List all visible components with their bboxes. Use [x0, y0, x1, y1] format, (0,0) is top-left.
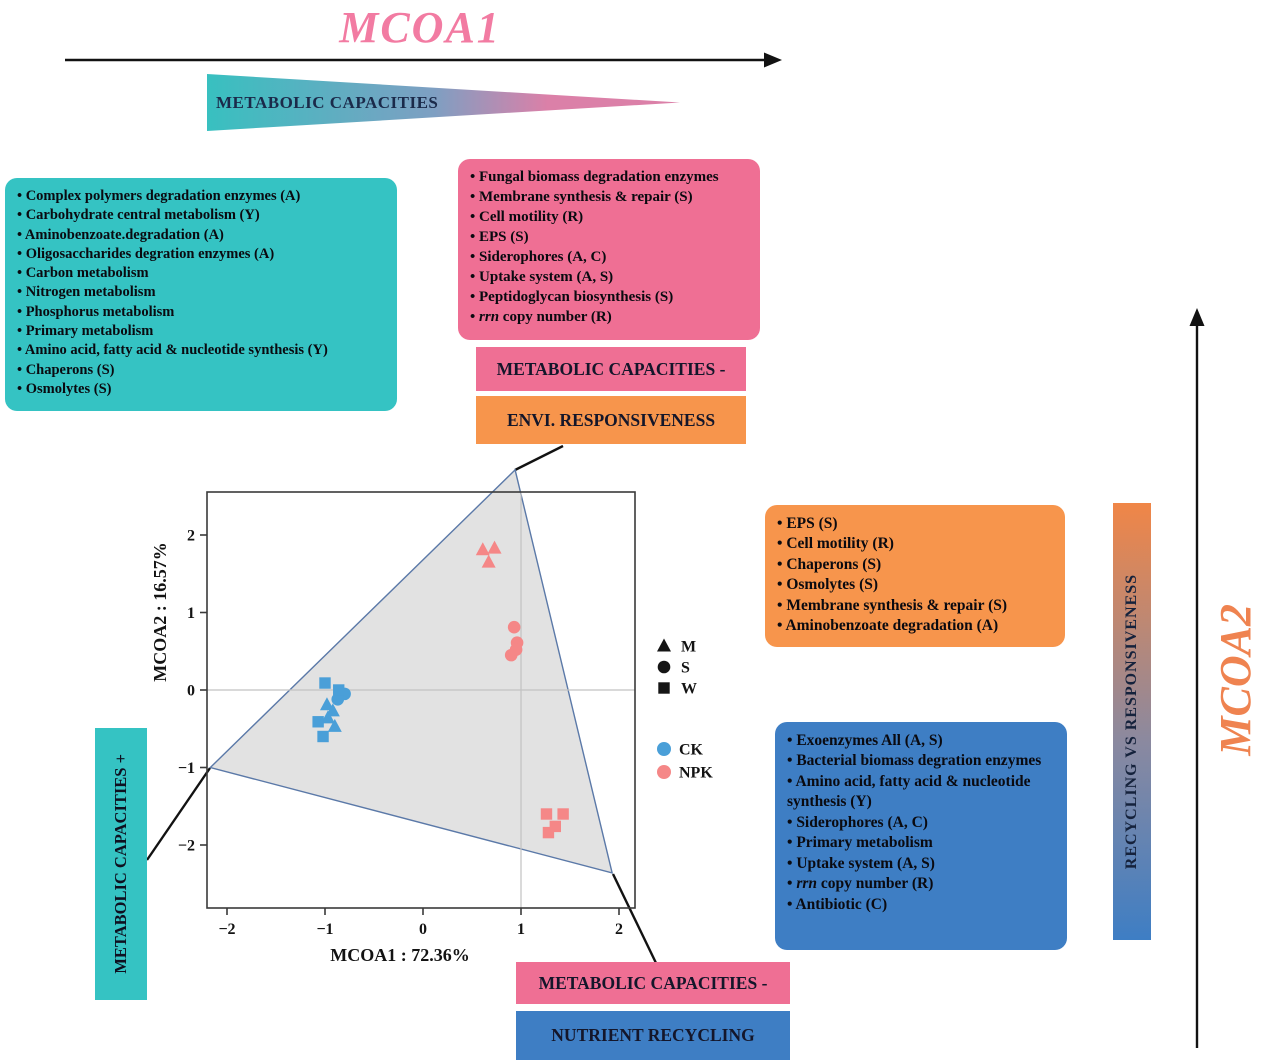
y-tick-label: −2: [178, 838, 195, 855]
y-tick-label: 0: [187, 683, 195, 700]
legend-group-label: NPK: [679, 765, 713, 782]
list-item: • Chaperons (S): [777, 555, 882, 573]
connector-line-left-vertex: [146, 767, 211, 861]
label-metabolic-capacities-minus-bottom: METABOLIC CAPACITIES -: [516, 962, 790, 1004]
label-envi-responsiveness: ENVI. RESPONSIVENESS: [476, 396, 746, 444]
y-tick-label: 1: [187, 605, 195, 622]
legend-shape-label: M: [681, 639, 696, 656]
data-point-NPK-M: [475, 542, 490, 556]
data-point-CK-W: [333, 684, 345, 696]
list-item: • Carbohydrate central metabolism (Y): [17, 207, 260, 224]
list-item: • Complex polymers degradation enzymes (…: [17, 188, 301, 204]
legend-group-swatch-NPK: [657, 765, 671, 779]
list-item: • Cell motility (R): [777, 535, 894, 553]
data-point-NPK-M: [487, 540, 502, 554]
list-item: • Membrane synthesis & repair (S): [470, 188, 693, 205]
connector-line-bottom-vertex: [611, 873, 658, 964]
data-point-NPK-W: [542, 826, 555, 839]
label-metabolic-capacities-plus: METABOLIC CAPACITIES +: [95, 728, 147, 1000]
x-tick-label: 1: [517, 921, 525, 938]
list-item: • EPS (S): [470, 228, 529, 245]
data-point-NPK-W: [540, 808, 553, 820]
y-tick-label: −1: [178, 760, 195, 777]
legend-shape-label: S: [681, 660, 690, 677]
list-item: • Phosphorus metabolism: [17, 303, 175, 320]
list-item: • Uptake system (A, S): [787, 854, 935, 872]
data-point-CK-M: [319, 697, 334, 711]
recycling-vs-responsiveness-gradient-bar: RECYCLING VS RESPONSIVENESS: [1113, 503, 1151, 940]
data-point-NPK-W: [549, 820, 561, 833]
mcoa2-axis-title: MCOA2: [1210, 604, 1260, 756]
x-tick-label: −1: [316, 921, 333, 938]
x-axis-title: MCOA1 : 72.36%: [330, 945, 469, 965]
mcoa1-axis-arrowhead-icon: [764, 52, 782, 68]
connector-line-top-vertex: [514, 444, 564, 472]
legend-group-swatch-CK: [657, 742, 671, 756]
list-item: • Antibiotic (C): [787, 895, 888, 913]
list-item: • Siderophores (A, C): [470, 248, 607, 265]
data-point-NPK-S: [509, 643, 523, 656]
list-item: • Fungal biomass degradation enzymes: [470, 169, 719, 185]
list-item: • Exoenzymes All (A, S): [787, 732, 943, 749]
list-item: • Amino acid, fatty acid & nucleotide sy…: [787, 772, 1031, 811]
list-item: • Primary metabolism: [787, 834, 933, 852]
legend-group-label: CK: [679, 742, 704, 759]
data-point-CK-W: [319, 677, 331, 689]
metabolic-capacities-plus-label: METABOLIC CAPACITIES +: [111, 754, 130, 974]
gradient-bar-label: RECYCLING VS RESPONSIVENESS: [1123, 573, 1140, 870]
list-item: • EPS (S): [777, 515, 838, 532]
data-point-NPK-M: [481, 554, 496, 568]
list-item: • rrn copy number (R): [470, 308, 612, 325]
y-tick-label: 2: [187, 528, 195, 545]
legend-shape-icon-M: [657, 638, 671, 652]
envi-responsiveness-gain-list-box: • Fungal biomass degradation enzymes • Me…: [458, 159, 760, 340]
cluster-hull-triangle: [208, 468, 614, 874]
list-item: • Oligosaccharides degration enzymes (A): [17, 245, 275, 262]
mcoa1-axis-title: MCOA1: [339, 3, 501, 52]
list-item: • Osmolytes (S): [777, 576, 879, 594]
legend-shape-icon-W: [658, 682, 670, 694]
x-tick-label: −2: [218, 921, 235, 938]
list-item: • Aminobenzoate.degradation (A): [17, 226, 224, 243]
label-nutrient-recycling: NUTRIENT RECYCLING: [516, 1011, 790, 1060]
list-item: • Chaperons (S): [17, 361, 115, 378]
data-point-NPK-W: [557, 808, 569, 820]
data-point-CK-S: [331, 693, 345, 706]
data-point-CK-W: [312, 716, 324, 728]
data-point-NPK-S: [507, 620, 521, 634]
list-item: • Nitrogen metabolism: [17, 284, 156, 301]
list-item: • Uptake system (A, S): [470, 268, 614, 285]
list-item: • Osmolytes (S): [17, 380, 112, 397]
x-tick-label: 2: [615, 921, 623, 938]
mcoa2-axis-arrowhead-icon: [1189, 308, 1205, 326]
responsiveness-list-box: • EPS (S) • Cell motility (R) • Chaperons …: [765, 505, 1065, 647]
list-item: • Aminobenzoate degradation (A): [777, 617, 999, 635]
label-metabolic-capacities-minus-top: METABOLIC CAPACITIES -: [476, 347, 746, 391]
mcoa2-axis-title-wrap: MCOA2: [1204, 570, 1266, 790]
legend-shape-icon-S: [657, 660, 671, 674]
nutrient-recycling-list-box: • Exoenzymes All (A, S) • Bacterial bioma…: [775, 722, 1067, 950]
list-item: • Bacterial biomass degration enzymes: [787, 752, 1042, 770]
list-item: • Membrane synthesis & repair (S): [777, 596, 1008, 614]
legend-shape-label: W: [681, 681, 697, 698]
list-item: • Primary metabolism: [17, 322, 154, 339]
data-point-CK-W: [317, 730, 329, 743]
list-item: • Peptidoglycan biosynthesis (S): [470, 288, 674, 305]
list-item: • Amino acid, fatty acid & nucleotide sy…: [17, 342, 328, 359]
list-item: • Cell motility (R): [470, 208, 584, 225]
x-tick-label: 0: [419, 921, 427, 938]
list-item: • Carbon metabolism: [17, 265, 149, 282]
metabolic-capacities-list-box: • Complex polymers degradation enzymes (…: [5, 178, 397, 411]
y-axis-title: MCOA2 : 16.57%: [150, 542, 170, 681]
data-point-CK-M: [320, 710, 335, 724]
list-item: • rrn copy number (R): [787, 875, 934, 893]
list-item: • Siderophores (A, C): [787, 813, 928, 831]
wedge-label: METABOLIC CAPACITIES: [216, 92, 439, 112]
data-point-CK-M: [327, 718, 342, 732]
plot-frame: [206, 491, 636, 909]
